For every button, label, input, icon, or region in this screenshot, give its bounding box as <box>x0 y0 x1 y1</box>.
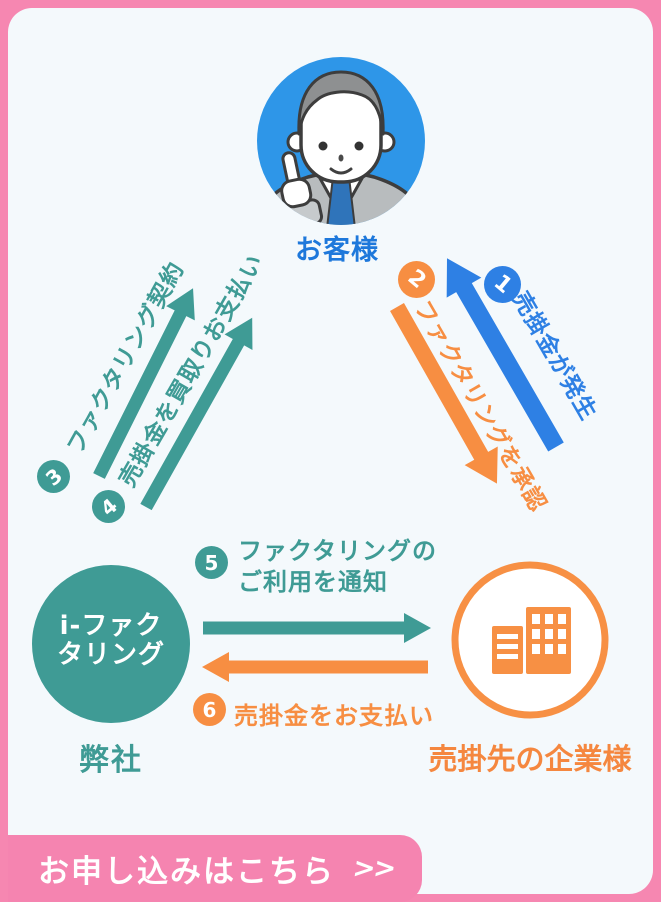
buildings-icon <box>492 607 571 674</box>
arrow-step3-contract-icon <box>93 288 195 479</box>
our-company-circle <box>32 565 190 723</box>
step3-number-badge: 3 <box>37 460 70 493</box>
arrow-step1-receivable-icon <box>446 258 564 452</box>
step5-label: ファクタリングの ご利用を通知 <box>238 536 437 598</box>
apply-button-label: お申し込みはこちら <box>38 854 335 890</box>
step1-number-badge: 1 <box>484 266 521 303</box>
our-company-name-line2: タリング <box>56 640 165 670</box>
step5-number-badge: 5 <box>195 546 228 579</box>
double-chevron-right-icon: >> <box>350 853 397 884</box>
our-company-name-line1: i-ファク <box>59 611 163 641</box>
arrow-step6-pay-icon <box>202 652 428 682</box>
customer-avatar-icon <box>257 57 425 225</box>
step5-label-line1: ファクタリングの <box>238 537 438 565</box>
customer-label: お客様 <box>295 235 379 266</box>
step6-label: 売掛金をお支払い <box>234 702 434 730</box>
our-company-label: 弊社 <box>79 743 143 778</box>
step2-number-badge: 2 <box>398 261 435 298</box>
arrow-step2-approve-icon <box>390 303 498 484</box>
step5-label-line2: ご利用を通知 <box>238 568 388 596</box>
client-company-label: 売掛先の企業様 <box>428 742 632 776</box>
step6-number-badge: 6 <box>193 693 226 726</box>
step4-number-badge: 4 <box>92 490 125 523</box>
our-company-name: i-ファク タリング <box>31 612 191 670</box>
client-company-circle <box>451 561 609 719</box>
apply-button[interactable]: お申し込みはこちら >> <box>8 835 422 902</box>
arrow-step4-payment-icon <box>140 317 253 511</box>
arrow-step5-notify-icon <box>203 613 431 643</box>
